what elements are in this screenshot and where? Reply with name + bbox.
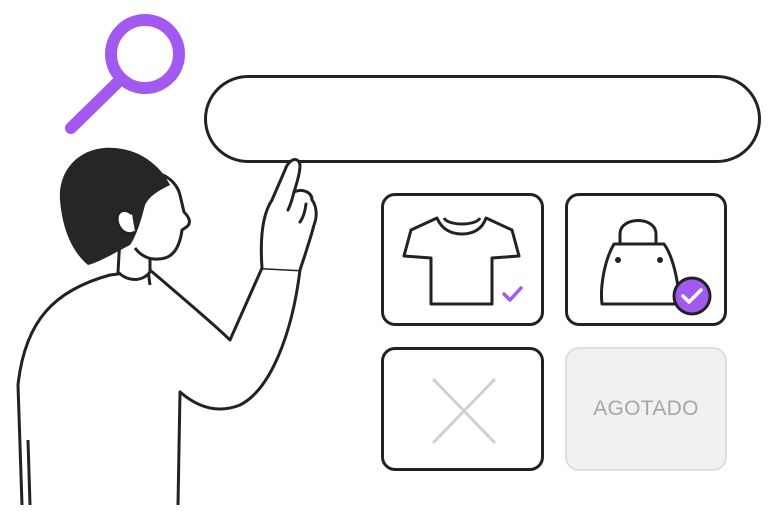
tshirt-icon [402,216,521,306]
product-card-soldout: AGOTADO [565,347,727,471]
soldout-label: AGOTADO [593,397,699,420]
product-card-shirt[interactable] [381,193,544,326]
x-icon [432,378,496,444]
checkmark-badge-icon [672,276,712,316]
product-card-bag[interactable] [565,193,727,326]
checkmark-icon [502,286,523,302]
search-bar[interactable] [204,75,761,163]
magnifier-icon [65,14,185,134]
person-figure [16,147,318,506]
handbag-icon [600,242,682,306]
product-card-unavailable[interactable] [381,347,544,471]
